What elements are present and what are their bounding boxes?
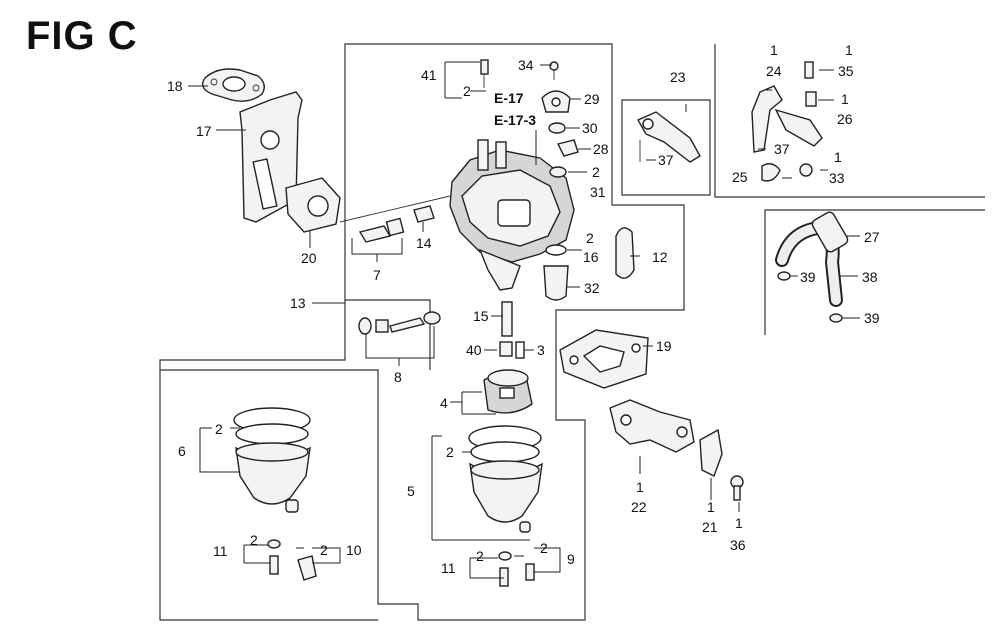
callout-27: 27: [864, 229, 880, 245]
leader-lines: [188, 61, 860, 579]
callout-25: 25: [732, 169, 748, 185]
callout-38: 38: [862, 269, 878, 285]
reference-e17: E-17: [494, 90, 524, 106]
callout-41: 41: [421, 67, 437, 83]
insulator-19-drawing: [559, 329, 649, 389]
callout-10: 10: [346, 542, 362, 558]
callout-26: 26: [837, 111, 853, 127]
hose-drawing: [775, 211, 849, 323]
callout-22: 22: [631, 499, 647, 515]
callout-29: 29: [584, 91, 600, 107]
callout-36: 36: [730, 537, 746, 553]
callout-39-upper: 39: [800, 269, 816, 285]
callout-8: 8: [394, 369, 402, 385]
section-frames: [159, 43, 985, 621]
callout-23: 23: [670, 69, 686, 85]
callout-22-qty: 1: [636, 479, 644, 495]
callout-20: 20: [301, 250, 317, 266]
callout-10-qty: 2: [320, 542, 328, 558]
lever-23-frame: [621, 99, 711, 196]
callout-39-lower: 39: [864, 310, 880, 326]
hose-frame: [764, 209, 985, 335]
callout-16: 16: [583, 249, 599, 265]
callout-5-qty: 2: [446, 444, 454, 460]
sub-frame-8: [345, 299, 431, 370]
callout-numbers: 18 17 20 13 41 2 34 29 30 28 2 31 14 7 2…: [167, 42, 880, 576]
callout-37-left: 37: [658, 152, 674, 168]
callout-15: 15: [473, 308, 489, 324]
frame-link: [159, 300, 346, 370]
callout-33: 33: [829, 170, 845, 186]
callout-19: 19: [656, 338, 672, 354]
callout-3: 3: [537, 342, 545, 358]
linkage-24-drawing: [751, 61, 823, 182]
callout-21: 21: [702, 519, 718, 535]
screw-41-drawing: [480, 59, 489, 88]
lever-23-drawing: [637, 111, 701, 163]
callout-28: 28: [593, 141, 609, 157]
callout-14: 14: [416, 235, 432, 251]
callout-31-qty: 2: [592, 164, 600, 180]
linkage-frame: [714, 44, 985, 198]
callout-30: 30: [582, 120, 598, 136]
callout-16-qty: 2: [586, 230, 594, 246]
callout-36-qty: 1: [735, 515, 743, 531]
callout-5: 5: [407, 483, 415, 499]
float-valve-parts: [499, 301, 525, 359]
callout-11-right: 11: [441, 560, 456, 576]
callout-13: 13: [290, 295, 306, 311]
callout-35: 35: [838, 63, 854, 79]
callout-21-qty: 1: [707, 499, 715, 515]
reference-labels: E-17 E-17-3: [494, 90, 536, 128]
callout-37-right: 37: [774, 141, 790, 157]
callout-6-qty: 2: [215, 421, 223, 437]
callout-11-right-qty: 2: [476, 548, 484, 564]
figure-title: FIG C: [26, 14, 138, 58]
callout-12: 12: [652, 249, 668, 265]
callout-4: 4: [440, 395, 448, 411]
callout-24: 24: [766, 63, 782, 79]
callout-41-qty: 2: [463, 83, 471, 99]
callout-9-qty: 2: [540, 540, 548, 556]
float-4-drawing: [483, 369, 533, 414]
callout-9: 9: [567, 551, 575, 567]
idle-screw-parts: [339, 195, 451, 243]
reference-e17-3: E-17-3: [494, 112, 536, 128]
main-carburetor-frame: [159, 43, 685, 621]
bowl-5-drawing: [468, 425, 543, 587]
callout-40: 40: [466, 342, 482, 358]
callout-6: 6: [178, 443, 186, 459]
gasket-20-drawing: [285, 177, 341, 233]
callout-33-qty: 1: [834, 149, 842, 165]
bracket-22-drawing: [609, 399, 744, 501]
callout-7: 7: [373, 267, 381, 283]
bowl-6-drawing: [233, 407, 317, 581]
callout-31: 31: [590, 184, 606, 200]
carburetor-body-drawing: [449, 139, 575, 291]
callout-34: 34: [518, 57, 534, 73]
callout-11-left-qty: 2: [250, 532, 258, 548]
callout-18: 18: [167, 78, 183, 94]
callout-26-qty: 1: [841, 91, 849, 107]
callout-32: 32: [584, 280, 600, 296]
needle-8-drawing: [358, 311, 441, 335]
upper-small-parts: [541, 61, 579, 178]
callout-24-qty: 1: [770, 42, 778, 58]
callout-11-left: 11: [213, 543, 228, 559]
callout-17: 17: [196, 123, 212, 139]
gasket-18-drawing: [202, 68, 265, 102]
callout-35-qty: 1: [845, 42, 853, 58]
right-mid-parts: [543, 227, 635, 301]
